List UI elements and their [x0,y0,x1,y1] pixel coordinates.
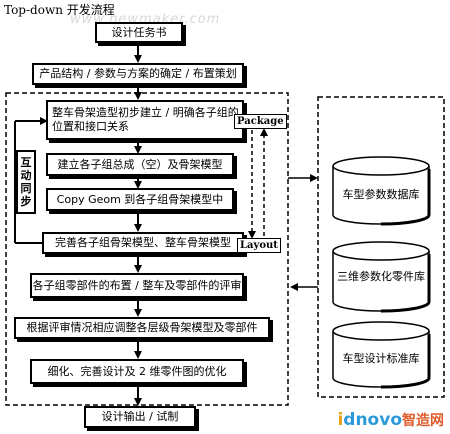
database-cylinder-3 [332,321,431,389]
database-cylinder-2 [332,241,431,313]
step-refine-skeleton: 完善各子组骨架模型、整车骨架模型 [42,232,244,254]
step-copy-geom: Copy Geom 到各子组骨架模型中 [46,188,234,211]
step-component-review: 各子组零部件的布置 / 整车及零部件的评审 [30,273,244,298]
step-subgroup-assembly: 建立各子组总成（空）及骨架模型 [46,153,234,176]
database-label-design-standards: 车型设计标准库 [342,352,420,365]
diagram-title: Top-down 开发流程 [4,3,115,17]
idnovo-logo: idnovo智造网 [337,410,444,430]
layout-label: Layout [237,238,281,253]
interactive-sync-label: 互 动 同 步 [16,150,36,214]
database-cylinder-1 [332,156,431,226]
step-structure-planning: 产品结构 / 参数与方案的确定 / 布置策划 [32,63,244,85]
database-label-vehicle-params: 车型参数数据库 [342,188,420,201]
package-label: Package [234,114,287,129]
step-design-brief: 设计任务书 [95,22,183,43]
database-frame [317,96,445,398]
workflow-frame [5,92,289,406]
step-skeleton-initial: 整车骨架造型初步建立 / 明确各子组的位置和接口关系 [46,100,244,140]
database-label-3d-parts: 三维参数化零件库 [337,270,425,283]
step-adjust-models: 根据评审情况相应调整各层级骨架模型及零部件 [14,317,270,339]
step-detail-design: 细化、完善设计及 2 维零件图的优化 [30,359,244,384]
step-output-trial: 设计输出 / 试制 [84,406,196,428]
